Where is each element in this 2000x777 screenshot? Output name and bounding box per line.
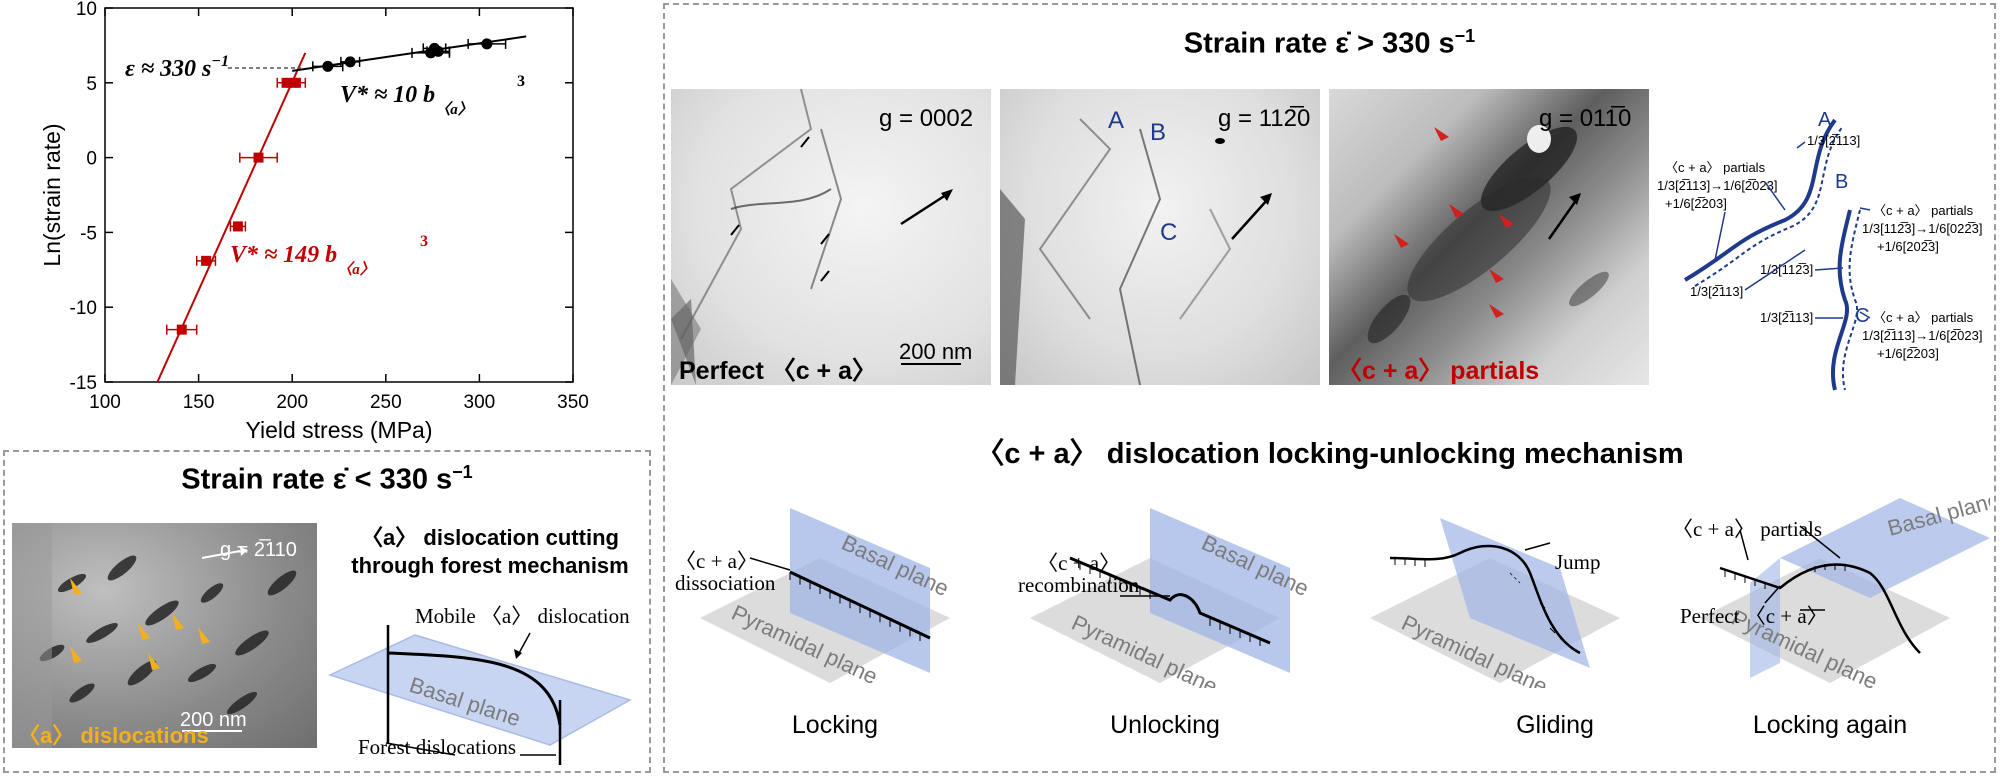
- data-point-square: [176, 324, 187, 335]
- mechanism-step-unlocking: Basal plane Pyramidal plane: [1030, 508, 1310, 688]
- y-tick-label: -10: [70, 298, 97, 319]
- forest-mechanism-title-line1: 〈a〉 dislocation cutting: [361, 525, 619, 550]
- forest-mechanism-diagram: Basal plane: [327, 625, 632, 765]
- img1-g-vector: g = 0002: [879, 105, 974, 132]
- step-caption-gliding: Gliding: [1516, 711, 1594, 739]
- dissociation-label: 〈c + a〉dissociation: [675, 549, 776, 595]
- schem-l7b: 1/3[2̅113]→1/6[2̅023]: [1862, 328, 1982, 343]
- x-tick-label: 300: [464, 392, 496, 413]
- x-tick-label: 200: [276, 392, 308, 413]
- schem-l1: 1/3[2̅113]: [1807, 133, 1860, 148]
- jump-label: Jump: [1555, 550, 1601, 574]
- img1-scale-bar: 200 nm: [899, 339, 973, 364]
- img3-caption: 〈c + a〉 partials: [1337, 357, 1540, 385]
- img3-g-vector: g = 011̅0: [1539, 105, 1632, 132]
- y-tick-label: -5: [80, 223, 97, 244]
- high-strain-rate-panel: [663, 3, 1996, 773]
- data-point-circle: [344, 56, 356, 68]
- x-tick-label: 100: [89, 392, 121, 413]
- data-point-circle: [432, 45, 444, 57]
- low-rate-scale-bar: 200 nm: [180, 709, 247, 731]
- mobile-dislocation-label: Mobile 〈a〉 dislocation: [415, 604, 630, 628]
- partials-schematic: A B C 1/3[2̅113] 〈c + a〉 partials 1/3[2̅…: [1657, 109, 1982, 391]
- partial-line-ab: [1683, 118, 1837, 282]
- y-tick-label: 5: [86, 74, 97, 95]
- eps-annotation: ε ≈ 330 s−1: [125, 53, 229, 82]
- x-tick-label: 250: [370, 392, 402, 413]
- y-tick-label: 10: [76, 0, 97, 20]
- yield-stress-chart: 10 5 0 -5 -10 -15 100 150 200 250 300 350 Yield st…: [39, 0, 589, 443]
- schem-l7a: 〈c + a〉 partials: [1873, 310, 1974, 325]
- high-panel-title: Strain rate ε̇ > 330 s−1: [1183, 26, 1476, 60]
- step-caption-locking-again: Locking again: [1752, 711, 1908, 739]
- schem-l3a: 〈c + a〉 partials: [1873, 203, 1974, 218]
- data-point-square: [290, 77, 301, 88]
- tem-image-partials: g = 011̅0 〈c + a〉 partials: [1329, 89, 1649, 385]
- schem-l3c: +1/6[202̅3]: [1877, 239, 1939, 254]
- schem-l5: 1/3[2̅113]: [1690, 284, 1743, 299]
- img2-label-a: A: [1108, 107, 1125, 134]
- low-strain-rate-panel: [3, 450, 651, 773]
- low-panel-title: Strain rate ε̇ < 330 s−1: [181, 462, 473, 496]
- y-tick-label: 0: [86, 149, 97, 170]
- v-red-annotation: V* ≈ 149 b〈a〉: [230, 242, 375, 278]
- mechanism-step-locking: Basal plane Pyramidal plane: [700, 508, 953, 688]
- y-tick-label: -15: [70, 373, 97, 394]
- x-tick-label: 150: [183, 392, 215, 413]
- forest-mechanism-title: 〈a〉 dislocation cutting through forest m…: [330, 524, 650, 580]
- low-rate-tem-image: g = 2̅110 200 nm 〈a〉 dislocations: [12, 523, 317, 748]
- data-point-circle: [322, 60, 334, 72]
- data-point-square: [232, 221, 243, 232]
- plot-frame: [104, 7, 574, 383]
- forest-dislocations-label: Forest dislocations: [358, 735, 517, 759]
- y-axis-label: Ln(strain rate): [39, 123, 65, 266]
- step-caption-locking: Locking: [791, 711, 879, 739]
- img1-caption: Perfect 〈c + a〉: [679, 357, 878, 385]
- low-rate-g-vector: g = 2̅110: [220, 539, 297, 561]
- partials-label: 〈c + a〉 partials: [1672, 517, 1823, 541]
- v-black-annotation: V* ≈ 10 b〈a〉: [340, 82, 473, 118]
- data-point-circle: [481, 38, 493, 50]
- mechanism-step-gliding: Pyramidal plane: [1370, 518, 1620, 688]
- schem-l7c: +1/6[2̅203]: [1877, 346, 1939, 361]
- perfect-label: Perfect 〈c + a〉: [1680, 604, 1828, 628]
- schem-l2c: +1/6[2̅203]: [1665, 196, 1727, 211]
- data-point-square: [253, 152, 264, 163]
- forest-mechanism-title-line2: through forest mechanism: [351, 553, 629, 578]
- x-axis-label: Yield stress (MPa): [245, 417, 432, 443]
- img2-g-vector: g = 112̅0: [1218, 105, 1311, 132]
- basal-plane-shape: [327, 634, 632, 746]
- y-axis-ticks: 10 5 0 -5 -10 -15: [70, 0, 573, 394]
- tem-image-abc: A B C g = 112̅0: [1000, 89, 1320, 385]
- img2-label-c: C: [1160, 219, 1178, 246]
- schem-label-c: C: [1855, 305, 1869, 327]
- mechanism-step-locking-again: Basal plane Pyramidal plane: [1700, 488, 1990, 688]
- schem-l2a: 〈c + a〉 partials: [1665, 160, 1766, 175]
- schem-l4: 1/3[112̅3]: [1760, 262, 1813, 277]
- schem-l6: 1/3[2̅113]: [1760, 310, 1813, 325]
- step-caption-unlocking: Unlocking: [1110, 711, 1220, 739]
- tem-image-perfect: g = 0002 Perfect 〈c + a〉 200 nm: [671, 89, 991, 385]
- mechanism-title: 〈c + a〉 dislocation locking-unlocking me…: [975, 438, 1684, 470]
- a-dislocations-label: 〈a〉 dislocations: [18, 723, 209, 748]
- recombination-label: 〈c + a〉recombination: [1018, 551, 1140, 597]
- img2-label-b: B: [1150, 119, 1167, 146]
- schem-l2b: 1/3[2̅113]→1/6[2̅023]: [1657, 178, 1777, 193]
- schem-label-b: B: [1835, 171, 1848, 193]
- mobile-dislocation-line: [387, 651, 562, 726]
- v-red-cube: 3: [420, 233, 428, 250]
- v-black-cube: 3: [517, 73, 525, 90]
- schem-l3b: 1/3[112̅3]→1/6[022̅3]: [1862, 221, 1982, 236]
- data-point-square: [201, 255, 212, 266]
- partial-line-bc: [1831, 209, 1852, 391]
- schem-label-a: A: [1818, 109, 1832, 131]
- x-tick-label: 350: [557, 392, 589, 413]
